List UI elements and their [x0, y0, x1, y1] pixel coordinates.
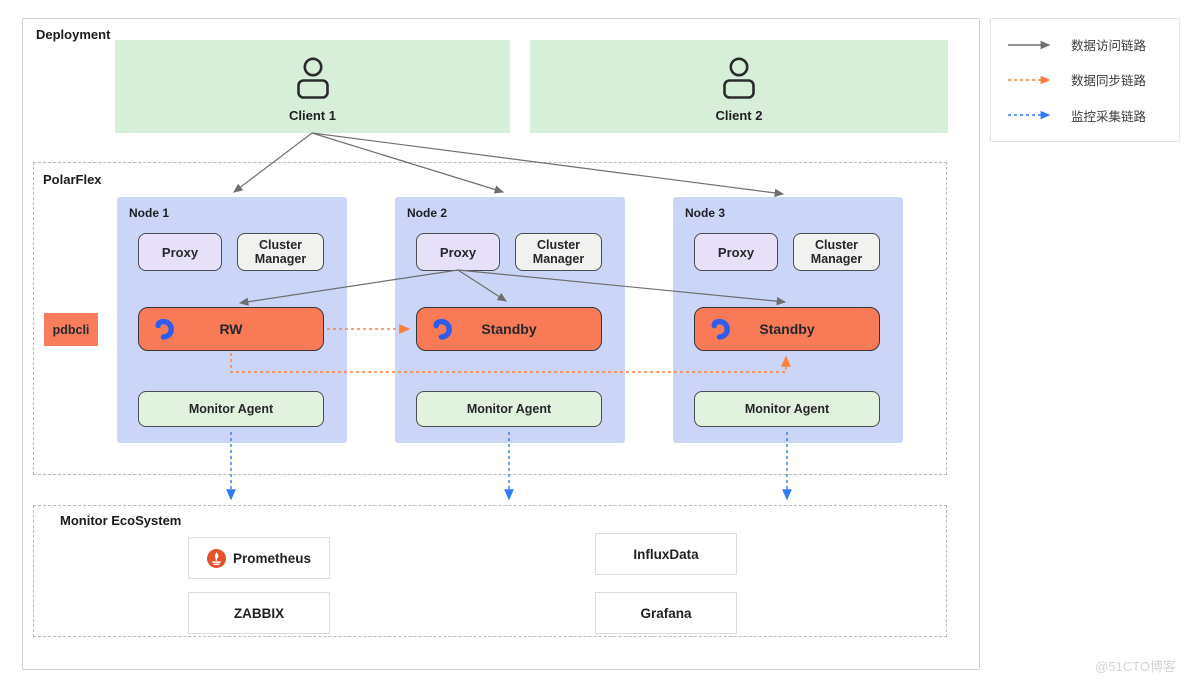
tool-label: InfluxData: [633, 546, 699, 562]
deployment-label: Deployment: [36, 27, 111, 42]
client-1-box: Client 1: [115, 40, 510, 133]
cluster-manager-box: Cluster Manager: [793, 233, 880, 271]
legend-label: 监控采集链路: [1071, 109, 1147, 124]
influxdata-box: InfluxData: [595, 533, 737, 575]
monitor-ecosystem-group: [33, 505, 947, 637]
db-node-box: Standby: [694, 307, 880, 351]
zabbix-box: ZABBIX: [188, 592, 330, 634]
client-label: Client 2: [715, 108, 763, 123]
cluster-manager-box: Cluster Manager: [515, 233, 602, 271]
db-node-box: RW: [138, 307, 324, 351]
person-icon: [293, 56, 333, 102]
dashed-orange-arrow-icon: [1008, 75, 1051, 85]
tool-label: Grafana: [640, 605, 692, 621]
pdbcli-chip: pdbcli: [44, 313, 98, 346]
monitor-agent-box: Monitor Agent: [416, 391, 602, 427]
prometheus-box: Prometheus: [188, 537, 330, 579]
person-icon: [719, 56, 759, 102]
grafana-box: Grafana: [595, 592, 737, 634]
node-3: Node 3 Proxy Cluster Manager Standby Mon…: [673, 197, 903, 443]
tool-label: Prometheus: [232, 550, 312, 566]
client-2-box: Client 2: [530, 40, 948, 133]
node-title: Node 2: [407, 206, 448, 220]
monitor-agent-box: Monitor Agent: [138, 391, 324, 427]
db-role-label: RW: [219, 321, 243, 337]
cluster-manager-box: Cluster Manager: [237, 233, 324, 271]
db-role-label: Standby: [759, 321, 815, 337]
watermark: @51CTO博客: [1095, 659, 1176, 674]
proxy-box: Proxy: [694, 233, 778, 271]
node-1: Node 1 Proxy Cluster Manager RW Monitor …: [117, 197, 347, 443]
polardb-icon: [430, 317, 455, 342]
solid-arrow-icon: [1008, 40, 1051, 49]
monitor-agent-box: Monitor Agent: [694, 391, 880, 427]
prometheus-icon: [206, 548, 226, 568]
node-2: Node 2 Proxy Cluster Manager Standby Mon…: [395, 197, 625, 443]
db-node-box: Standby: [416, 307, 602, 351]
legend: 数据访问链路 数据同步链路 监控采集链路: [990, 18, 1180, 142]
legend-row-collect: 监控采集链路: [991, 106, 1179, 125]
legend-row-access: 数据访问链路: [991, 35, 1179, 54]
legend-row-sync: 数据同步链路: [991, 70, 1179, 89]
proxy-box: Proxy: [138, 233, 222, 271]
client-label: Client 1: [289, 108, 336, 123]
legend-label: 数据同步链路: [1071, 74, 1147, 89]
polardb-icon: [152, 317, 177, 342]
legend-label: 数据访问链路: [1071, 39, 1147, 54]
proxy-box: Proxy: [416, 233, 500, 271]
db-role-label: Standby: [481, 321, 537, 337]
tool-label: ZABBIX: [233, 605, 285, 621]
node-title: Node 1: [129, 206, 170, 220]
monitor-ecosystem-label: Monitor EcoSystem: [60, 513, 182, 528]
node-title: Node 3: [685, 206, 726, 220]
dashed-blue-arrow-icon: [1008, 111, 1051, 120]
polardb-icon: [708, 317, 733, 342]
polarflex-label: PolarFlex: [43, 172, 102, 187]
